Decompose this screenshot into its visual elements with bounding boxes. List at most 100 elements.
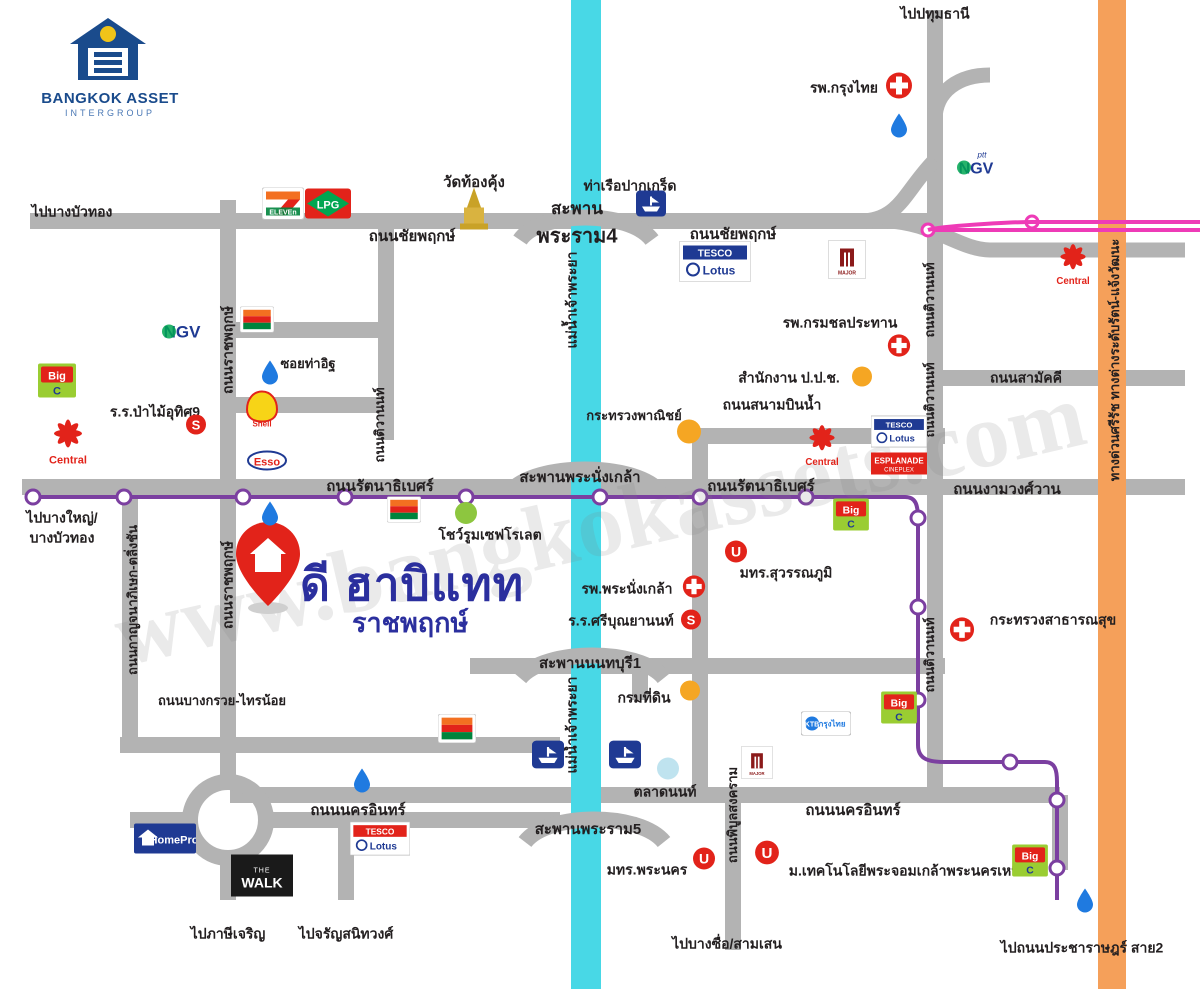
map-label-road-vertical: ถนนพิบูลสงคราม xyxy=(725,766,741,864)
svg-text:Lotus: Lotus xyxy=(889,434,914,444)
map-label-destination: ไปบางบัวทอง xyxy=(31,203,113,220)
page-subtitle: ราชพฤกษ์ xyxy=(352,608,469,638)
map-label-place: กระทรวงสาธารณสุข xyxy=(989,611,1117,628)
poi-bigc[interactable]: Big C xyxy=(833,498,869,536)
poi-office-marker[interactable] xyxy=(676,419,702,450)
poi-fuel-station[interactable] xyxy=(260,501,280,532)
poi-hospital[interactable] xyxy=(682,575,706,604)
poi-pier[interactable] xyxy=(636,190,666,222)
map-label-road-vertical: ถนนราชพฤกษ์ xyxy=(219,306,236,394)
svg-text:MAJOR: MAJOR xyxy=(749,771,764,776)
map-label-road: ถนนสามัคคี xyxy=(990,369,1062,386)
svg-text:U: U xyxy=(699,851,709,867)
poi-central[interactable]: Central xyxy=(791,413,853,480)
map-label-destination: ไปปทุมธานี xyxy=(900,5,970,22)
map-label-destination: ไปภาษีเจริญ xyxy=(190,925,266,942)
poi-bigc[interactable]: Big C xyxy=(1012,844,1048,882)
poi-school[interactable]: S xyxy=(185,414,207,441)
map-label-place: รพ.กรุงไทย xyxy=(810,79,878,96)
svg-text:TESCO: TESCO xyxy=(366,826,395,836)
poi-shell-station[interactable]: Shell xyxy=(245,390,279,433)
map-label-bridge: สะพานพระนั่งเกล้า xyxy=(519,469,641,487)
poi-tesco-lotus[interactable]: TESCO Lotus xyxy=(678,241,752,287)
svg-text:Lotus: Lotus xyxy=(370,841,398,852)
poi-pier[interactable] xyxy=(609,740,641,774)
poi-major-cineplex[interactable]: MAJOR xyxy=(827,240,867,284)
map-label-destination: ไปบางใหญ่/ xyxy=(26,509,98,526)
svg-text:LPG: LPG xyxy=(317,200,340,212)
location-pin-icon xyxy=(232,520,304,616)
svg-text:ELEVEn: ELEVEn xyxy=(269,210,296,217)
svg-text:ptt: ptt xyxy=(977,151,988,160)
poi-bigc[interactable]: Big C xyxy=(38,363,76,403)
poi-major-cineplex[interactable]: MAJOR xyxy=(740,746,774,784)
map-label-destination: ไปจรัญสนิทวงศ์ xyxy=(298,925,394,942)
map-label-road: ถนนรัตนาธิเบศร์ xyxy=(326,478,434,496)
poi-pier[interactable] xyxy=(532,740,564,774)
svg-text:U: U xyxy=(731,544,741,560)
map-label-road: ถนนรัตนาธิเบศร์ xyxy=(707,478,815,496)
map-label-place: โชว์รูมเซฟโรเลต xyxy=(438,526,542,543)
poi-seven-eleven[interactable] xyxy=(437,713,477,748)
poi-seven-eleven[interactable] xyxy=(386,496,422,528)
svg-text:MAJOR: MAJOR xyxy=(838,271,856,277)
map-label-road-vertical: ถนนติวานนท์ xyxy=(372,387,388,463)
svg-text:C: C xyxy=(53,386,61,398)
logo: BANGKOK ASSET INTERGROUP xyxy=(20,12,200,122)
map-label-road: ถนนงามวงศ์วาน xyxy=(953,481,1061,499)
svg-text:Esso: Esso xyxy=(254,457,281,469)
poi-seven-eleven[interactable]: ELEVEn xyxy=(261,187,305,225)
poi-hospital[interactable] xyxy=(885,72,913,105)
poi-the-walk[interactable]: THE WALK xyxy=(231,854,293,902)
logo-title: BANGKOK ASSET xyxy=(41,90,179,107)
svg-text:KTB: KTB xyxy=(805,722,819,729)
svg-text:Big: Big xyxy=(891,699,908,710)
poi-lpg-station[interactable]: LPG xyxy=(305,188,351,224)
svg-text:THE: THE xyxy=(254,868,271,875)
poi-market-marker[interactable] xyxy=(656,757,680,786)
poi-school[interactable]: S xyxy=(680,609,702,636)
poi-hospital[interactable] xyxy=(949,617,975,648)
page-title: ดี ฮาบิแทท xyxy=(300,558,525,610)
map-label-place: ตลาดนนท์ xyxy=(633,783,697,800)
map-label-place: มทร.พระนคร xyxy=(606,861,688,878)
svg-text:C: C xyxy=(847,520,855,531)
poi-university[interactable]: U xyxy=(724,540,748,569)
svg-text:Central: Central xyxy=(1056,276,1089,287)
svg-text:Big: Big xyxy=(1022,852,1039,863)
svg-text:ESPLANADE: ESPLANADE xyxy=(874,457,924,466)
map-label-road-vertical: ถนนกาญจนาภิเษก-ตลิ่งชัน xyxy=(125,525,141,675)
map-label-destination: บางบัวทอง xyxy=(29,529,95,546)
svg-text:C: C xyxy=(1026,866,1034,877)
poi-fuel-station[interactable] xyxy=(260,360,280,391)
poi-homepro[interactable]: HomePro xyxy=(134,823,199,859)
poi-fuel-station[interactable] xyxy=(1075,888,1095,919)
poi-office-marker[interactable] xyxy=(851,366,873,393)
poi-university[interactable]: U xyxy=(692,847,716,876)
poi-esplanade-cineplex[interactable]: ESPLANADE CINEPLEX xyxy=(871,452,927,480)
poi-central[interactable]: Central xyxy=(36,406,100,475)
poi-ptt-ngv[interactable]: NGV xyxy=(158,318,206,349)
svg-text:S: S xyxy=(687,613,696,628)
poi-seven-eleven[interactable] xyxy=(239,306,275,338)
line-purple xyxy=(30,495,1059,900)
map-label-place: วัดท้องคุ้ง xyxy=(443,174,505,192)
svg-text:TESCO: TESCO xyxy=(886,421,913,430)
poi-tesco-lotus[interactable]: TESCO Lotus xyxy=(870,415,928,453)
poi-temple[interactable] xyxy=(454,186,494,237)
poi-tesco-lotus[interactable]: TESCO Lotus xyxy=(349,821,411,861)
poi-university[interactable]: U xyxy=(754,840,780,871)
map-label-road: ซอยท่าอิฐ xyxy=(280,356,336,372)
poi-ptt-ngv[interactable]: ptt NGV xyxy=(952,146,1000,185)
poi-bigc[interactable]: Big C xyxy=(881,691,917,729)
poi-office-marker[interactable] xyxy=(679,680,701,707)
map-label-place: รพ.กรมชลประทาน xyxy=(782,314,898,331)
poi-hospital[interactable] xyxy=(887,334,911,363)
poi-esso-station[interactable]: Esso xyxy=(247,450,287,476)
poi-fuel-station[interactable] xyxy=(352,768,372,799)
poi-central[interactable]: Central xyxy=(1042,232,1104,299)
poi-ktb-bank[interactable]: KTB กรุงไทย xyxy=(800,711,852,741)
poi-fuel-station[interactable] xyxy=(889,113,909,144)
map-label-road: ถนนสนามบินน้ำ xyxy=(722,396,822,413)
